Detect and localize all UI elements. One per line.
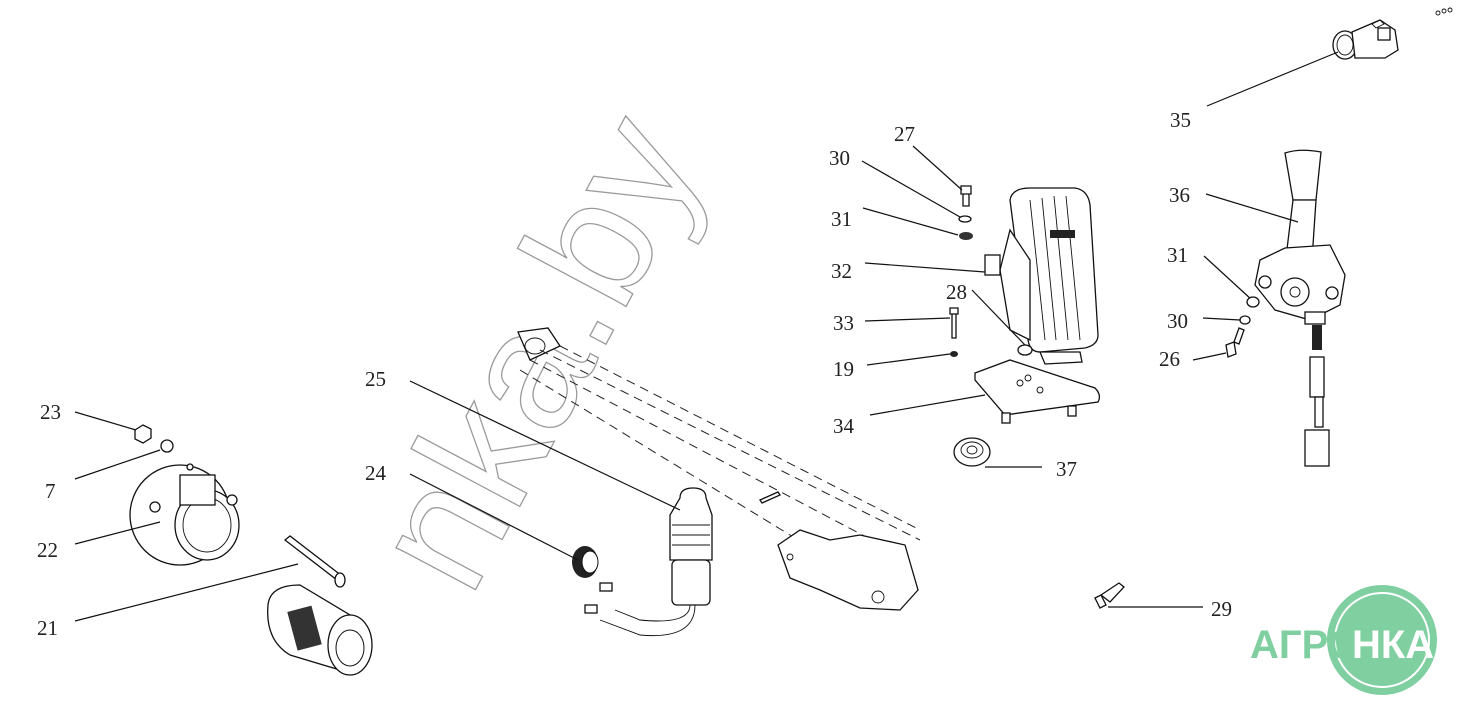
agronka-logo: АГРО НКА — [1250, 585, 1437, 695]
callout-29: 29 — [1211, 597, 1232, 621]
callout-32: 32 — [831, 259, 852, 283]
leader-24 — [409, 473, 579, 561]
part-35-connector — [1332, 7, 1453, 60]
callout-31: 31 — [1167, 243, 1188, 267]
callout-25: 25 — [365, 367, 386, 391]
bolt-21 — [283, 535, 346, 588]
bolt-27 — [960, 185, 972, 207]
bracket-dashed-outline — [517, 327, 921, 611]
switch-25 — [584, 487, 713, 637]
leader-33 — [864, 317, 951, 322]
callout-36: 36 — [1169, 183, 1190, 207]
washer-30b — [1239, 315, 1251, 325]
leader-30b — [1202, 317, 1241, 321]
washer-19 — [950, 351, 958, 357]
leader-21 — [74, 563, 299, 622]
leader-26 — [1192, 352, 1227, 361]
leader-22 — [74, 521, 161, 545]
cap-connector — [267, 584, 373, 676]
callout-26: 26 — [1159, 347, 1180, 371]
callout-27: 27 — [894, 122, 915, 146]
leader-35 — [1206, 51, 1339, 107]
leader-23 — [74, 411, 137, 431]
leader-25 — [409, 380, 681, 511]
callout-23: 23 — [40, 400, 61, 424]
bolt-33 — [949, 307, 959, 339]
leader-31b — [1203, 255, 1253, 301]
washer-30a — [958, 215, 972, 223]
callout-30: 30 — [1167, 309, 1188, 333]
callout-35: 35 — [1170, 108, 1191, 132]
logo-ring — [1334, 592, 1430, 688]
callout-30: 30 — [829, 146, 850, 170]
callout-24: 24 — [365, 461, 387, 485]
callout-34: 34 — [833, 414, 855, 438]
callout-33: 33 — [833, 311, 854, 335]
logo-text-left: АГРО — [1250, 623, 1359, 667]
washer-7 — [160, 439, 174, 453]
leader-31a — [862, 207, 959, 236]
callout-31: 31 — [831, 207, 852, 231]
leader-19 — [866, 353, 951, 366]
leader-32 — [864, 262, 986, 273]
leader-27 — [912, 145, 963, 191]
nut-28 — [1017, 344, 1033, 356]
logo-text-right: НКА — [1352, 623, 1434, 667]
callout-37: 37 — [1056, 457, 1077, 481]
fitting-29 — [1094, 582, 1125, 609]
leader-30a — [861, 160, 961, 218]
callout-19: 19 — [833, 357, 854, 381]
grommet-37 — [953, 437, 991, 467]
washer-31a — [959, 232, 973, 240]
bolt-26 — [1225, 327, 1245, 358]
part-pedal-assembly — [984, 187, 1099, 365]
callout-28: 28 — [946, 280, 967, 304]
logo-circle — [1327, 585, 1437, 695]
leader-36 — [1205, 193, 1299, 223]
part-36-lever — [1254, 149, 1346, 467]
callout-22: 22 — [37, 538, 58, 562]
nut-23 — [134, 424, 152, 444]
socket-22 — [129, 463, 240, 566]
callout-21: 21 — [37, 616, 58, 640]
leader-34 — [869, 394, 986, 416]
leader-7 — [74, 449, 161, 480]
washer-31b — [1246, 296, 1260, 308]
plate-34 — [974, 359, 1101, 416]
callout-7: 7 — [45, 479, 56, 503]
grommet-24 — [572, 546, 599, 578]
callout-labels: 35 27 30 31 32 28 33 19 34 37 36 31 30 2… — [37, 108, 1232, 640]
leader-28 — [971, 289, 1026, 346]
